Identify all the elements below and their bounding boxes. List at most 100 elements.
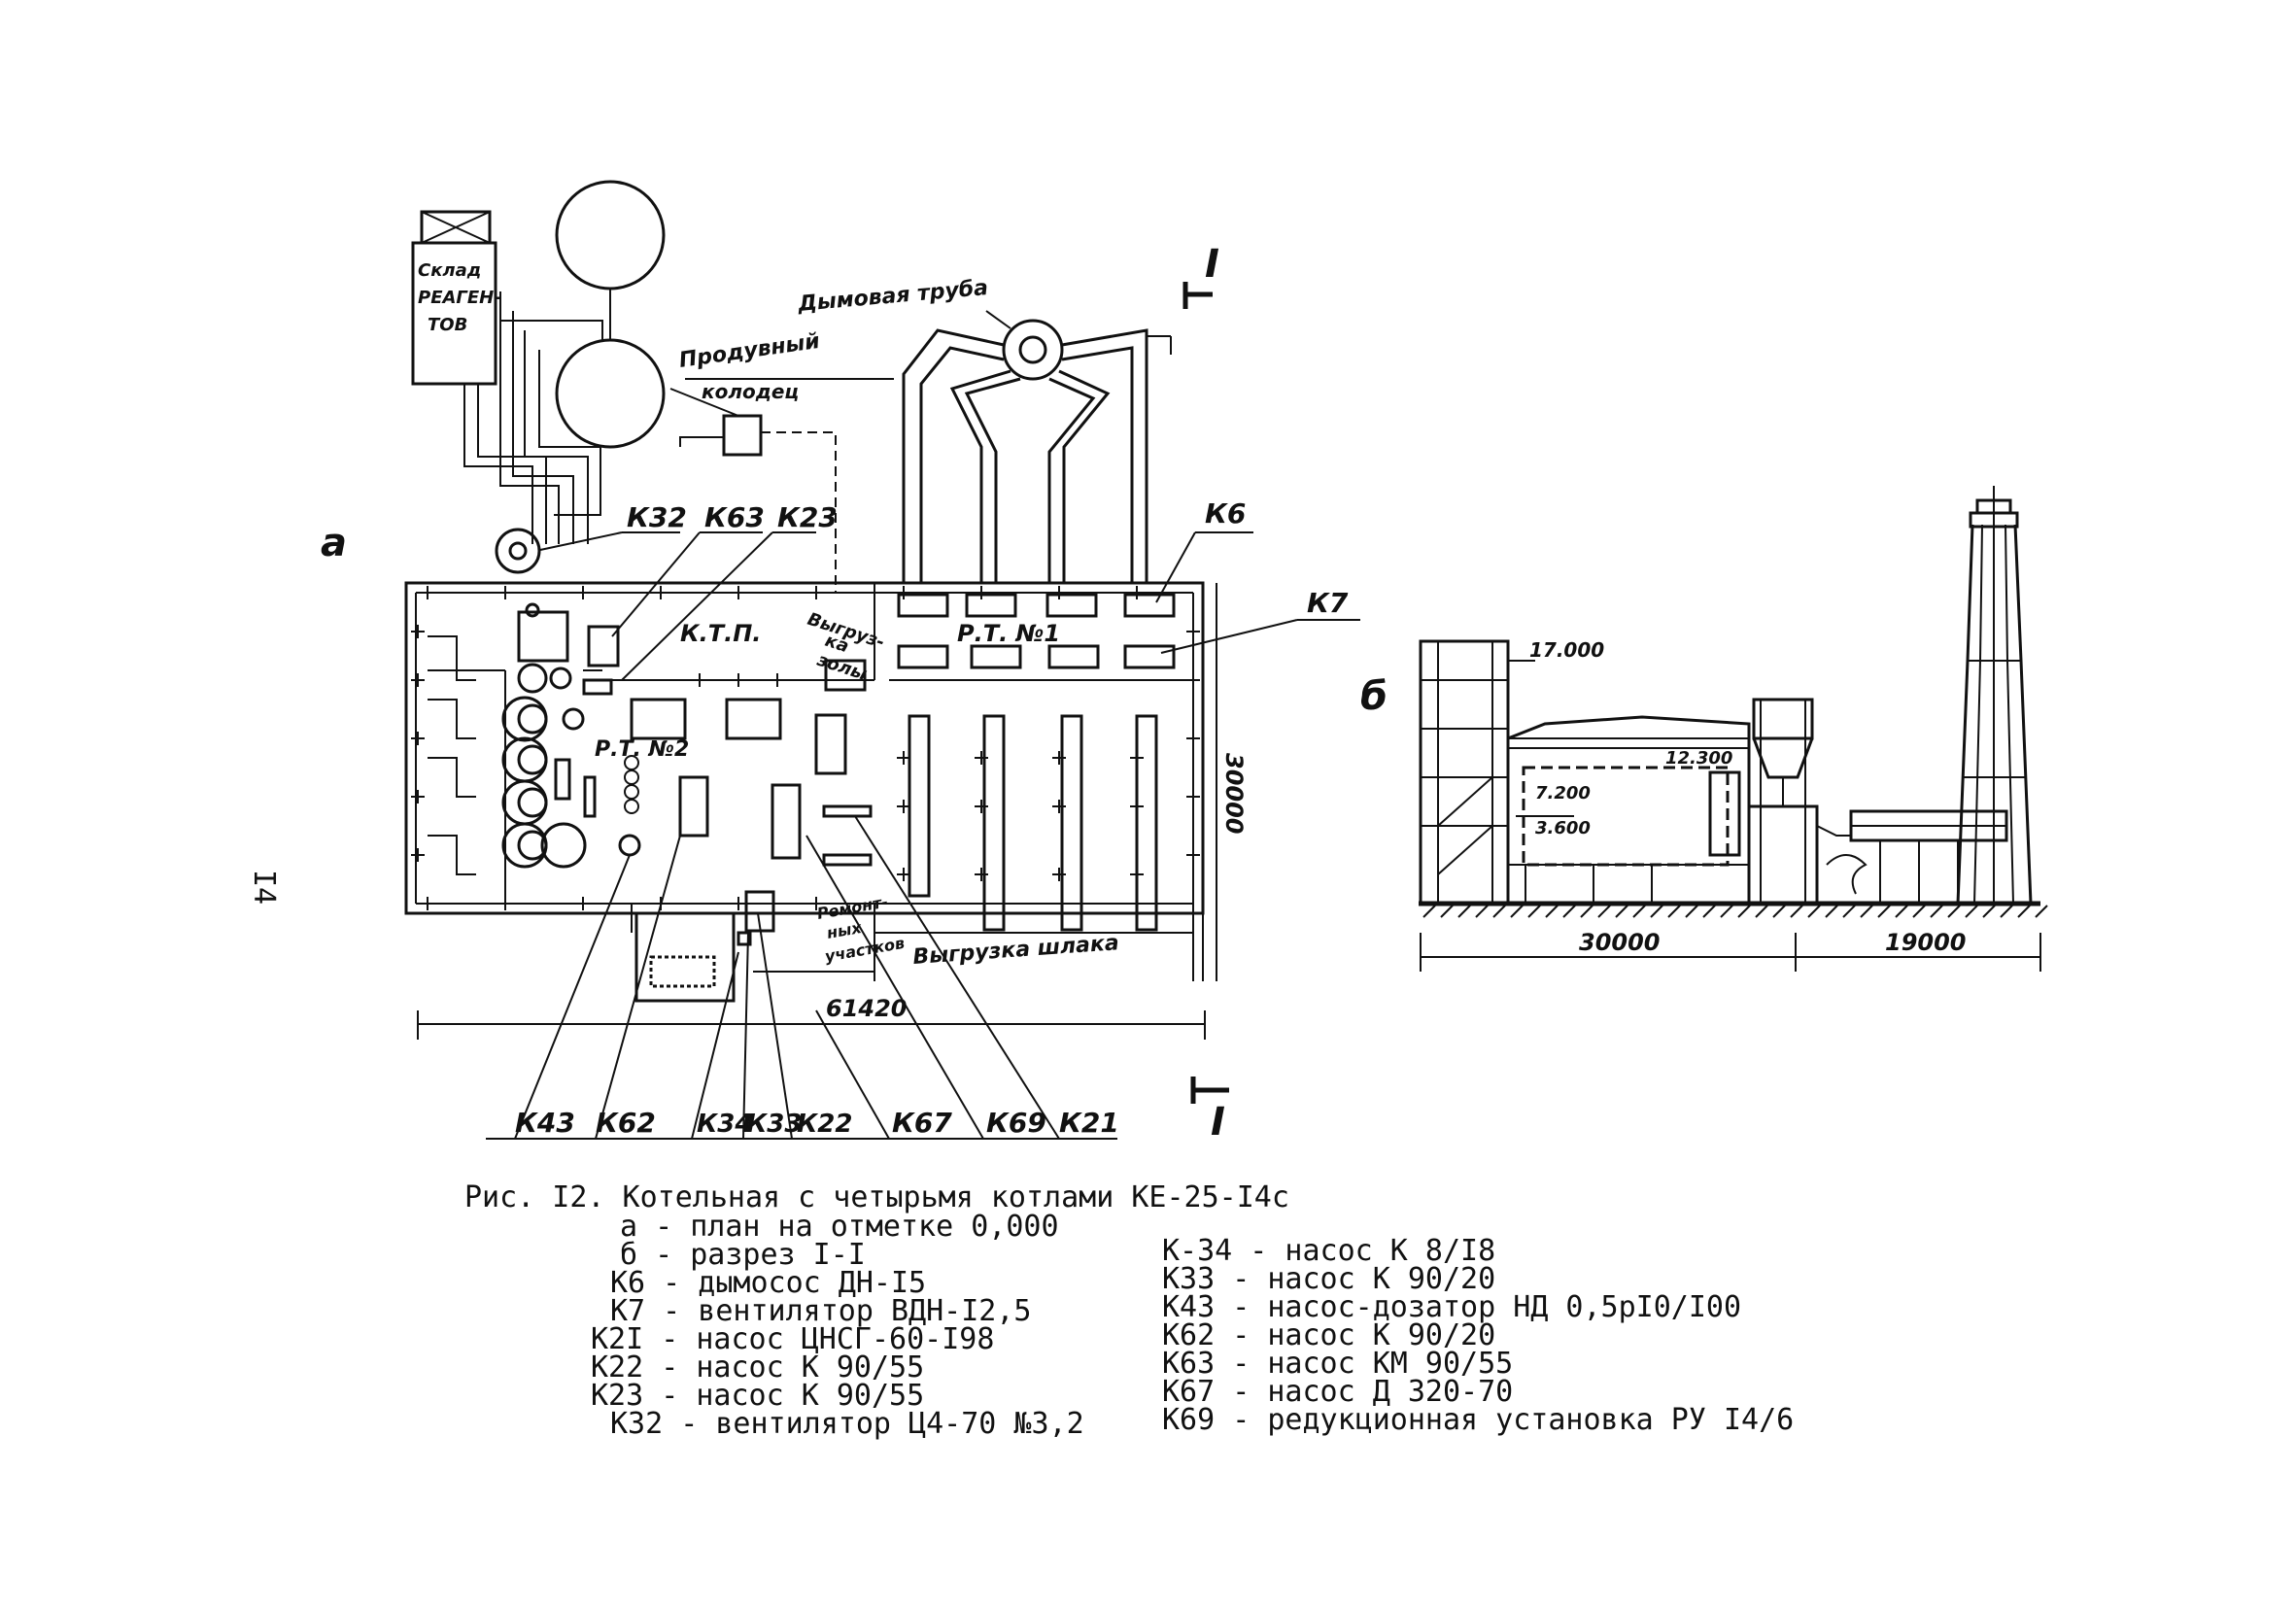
caption-right-item: К43 - насос-дозатор НД 0,5рI0/I00 bbox=[1162, 1290, 1742, 1324]
ground-hatch-stroke bbox=[1737, 905, 1751, 918]
pipe-routes bbox=[463, 291, 603, 544]
ground-hatch-stroke bbox=[1702, 905, 1716, 918]
callout-k6: К6 bbox=[1205, 497, 1246, 530]
pump-annex bbox=[634, 890, 874, 1003]
section-letter: б bbox=[1360, 674, 1388, 719]
callout-k22: К22 bbox=[797, 1110, 852, 1139]
callout-k33: К33 bbox=[746, 1110, 802, 1139]
ground-hatch-stroke bbox=[1632, 905, 1646, 918]
page-number: I4 bbox=[247, 870, 281, 905]
svg-text:Склад: Склад bbox=[418, 260, 481, 281]
caption-left-item: К2I - насос ЦНСГ-60-I98 bbox=[591, 1322, 995, 1356]
ktp-area: К.Т.П. Р.Т. №2 bbox=[595, 620, 873, 867]
svg-text:Р.Т. №2: Р.Т. №2 bbox=[595, 737, 689, 762]
svg-text:61420: 61420 bbox=[826, 995, 908, 1022]
chimney-flues: Дымовая труба bbox=[796, 276, 1172, 583]
reagent-store: Склад РЕАГЕН- ТОВ bbox=[411, 210, 501, 386]
callout-k7: К7 bbox=[1307, 587, 1349, 619]
caption-right-item: К69 - редукционная установка РУ I4/6 bbox=[1162, 1403, 1795, 1437]
callout-k21: К21 bbox=[1059, 1107, 1119, 1139]
svg-text:30000: 30000 bbox=[1579, 929, 1661, 956]
ground-hatch-stroke bbox=[1947, 905, 1961, 918]
ground-hatch-stroke bbox=[1615, 905, 1628, 918]
ground-hatch-stroke bbox=[1510, 905, 1524, 918]
callout-k62: К62 bbox=[596, 1107, 656, 1139]
purge-well: Продувный колодец bbox=[669, 329, 894, 593]
ground-hatch-stroke bbox=[1422, 905, 1436, 918]
ground-hatch-stroke bbox=[1912, 905, 1926, 918]
caption-right-item: К-34 - насос К 8/I8 bbox=[1162, 1234, 1496, 1268]
caption-right-item: К63 - насос КМ 90/55 bbox=[1162, 1347, 1514, 1381]
svg-text:К.Т.П.: К.Т.П. bbox=[680, 620, 761, 647]
ground-hatch-stroke bbox=[1527, 905, 1541, 918]
ground-hatch bbox=[1422, 905, 2048, 918]
ground-hatch-stroke bbox=[1860, 905, 1873, 918]
caption-right-item: К33 - насос К 90/20 bbox=[1162, 1262, 1496, 1296]
caption-right-item: К62 - насос К 90/20 bbox=[1162, 1318, 1496, 1352]
svg-text:Выгрузка шлака: Выгрузка шлака bbox=[912, 931, 1120, 970]
water-treatment-equipment bbox=[428, 602, 620, 904]
deaerator-frame: 17.000 bbox=[1419, 638, 1604, 906]
ground-hatch-stroke bbox=[1457, 905, 1471, 918]
ground-hatch-stroke bbox=[1790, 905, 1803, 918]
ground-hatch-stroke bbox=[1562, 905, 1576, 918]
svg-text:Дымовая труба: Дымовая труба bbox=[796, 276, 989, 317]
ground-hatch-stroke bbox=[1877, 905, 1891, 918]
svg-text:19000: 19000 bbox=[1885, 929, 1967, 956]
caption-left-item: б - разрез I-I bbox=[620, 1238, 866, 1272]
caption-left-item: К23 - насос К 90/55 bbox=[591, 1379, 925, 1413]
ground-hatch-stroke bbox=[1982, 905, 1996, 918]
ground-hatch-stroke bbox=[1842, 905, 1856, 918]
smoke-extractor bbox=[1747, 698, 1819, 906]
svg-text:ТОВ: ТОВ bbox=[428, 315, 467, 335]
ground-hatch-stroke bbox=[1685, 905, 1698, 918]
svg-text:17.000: 17.000 bbox=[1529, 638, 1604, 662]
ground-hatch-stroke bbox=[1755, 905, 1768, 918]
plan-section-letter: а bbox=[321, 521, 347, 565]
svg-text:Ремонт-: Ремонт- bbox=[815, 892, 889, 922]
section-view: б 17.000 bbox=[1360, 486, 2048, 972]
caption-left-item: К32 - вентилятор Ц4-70 №3,2 bbox=[610, 1407, 1084, 1441]
callout-k69: К69 bbox=[986, 1107, 1046, 1139]
ground-hatch-stroke bbox=[1545, 905, 1559, 918]
bottom-callouts: К43 К62 К34 К33 К22 К67 К69 К21 bbox=[486, 815, 1119, 1140]
svg-text:Р.Т. №1: Р.Т. №1 bbox=[957, 620, 1060, 647]
callout-k67: К67 bbox=[892, 1107, 952, 1139]
ground-hatch-stroke bbox=[1667, 905, 1681, 918]
callout-k23: К23 bbox=[777, 501, 838, 533]
top-callouts: К32 К63 К23 К6 К7 bbox=[539, 497, 1360, 681]
main-building bbox=[404, 581, 1205, 981]
callout-k43: К43 bbox=[515, 1107, 575, 1139]
callout-k63: К63 bbox=[704, 501, 765, 533]
ground-hatch-stroke bbox=[2035, 905, 2048, 918]
svg-text:12.300: 12.300 bbox=[1665, 748, 1732, 769]
plan-view: а I4 I I Склад РЕАГЕН- ТОВ bbox=[247, 180, 1360, 1145]
ground-hatch-stroke bbox=[2017, 905, 2031, 918]
ground-hatch-stroke bbox=[1492, 905, 1506, 918]
ground-hatch-stroke bbox=[1720, 905, 1733, 918]
svg-text:30000: 30000 bbox=[1220, 753, 1248, 835]
ground-hatch-stroke bbox=[1895, 905, 1908, 918]
caption-right-item: К67 - насос Д 320-70 bbox=[1162, 1375, 1514, 1409]
caption-left-item: а - план на отметке 0,000 bbox=[620, 1210, 1059, 1244]
section-dimensions: 30000 19000 bbox=[1420, 929, 2041, 972]
storage-tanks bbox=[555, 180, 666, 449]
svg-text:РЕАГЕН-: РЕАГЕН- bbox=[418, 288, 501, 308]
ground-hatch-stroke bbox=[1772, 905, 1786, 918]
caption-left-item: К6 - дымосос ДН-I5 bbox=[610, 1266, 927, 1300]
svg-text:колодец: колодец bbox=[702, 380, 799, 403]
section-mark-top: I bbox=[1182, 242, 1219, 309]
ground-hatch-stroke bbox=[1440, 905, 1454, 918]
ground-hatch-stroke bbox=[2000, 905, 2013, 918]
svg-text:3.600: 3.600 bbox=[1535, 818, 1591, 838]
ground-hatch-stroke bbox=[1475, 905, 1489, 918]
ground-hatch-stroke bbox=[1965, 905, 1978, 918]
svg-text:I: I bbox=[1205, 242, 1219, 287]
ground-hatch-stroke bbox=[1825, 905, 1838, 918]
ground-hatch-stroke bbox=[1580, 905, 1593, 918]
section-mark-bottom: I bbox=[1190, 1077, 1229, 1145]
caption-left-item: К7 - вентилятор ВДН-I2,5 bbox=[610, 1294, 1032, 1328]
main-hall: 12.300 7.200 3.600 bbox=[1507, 715, 1751, 904]
fan-k32 bbox=[495, 528, 541, 574]
